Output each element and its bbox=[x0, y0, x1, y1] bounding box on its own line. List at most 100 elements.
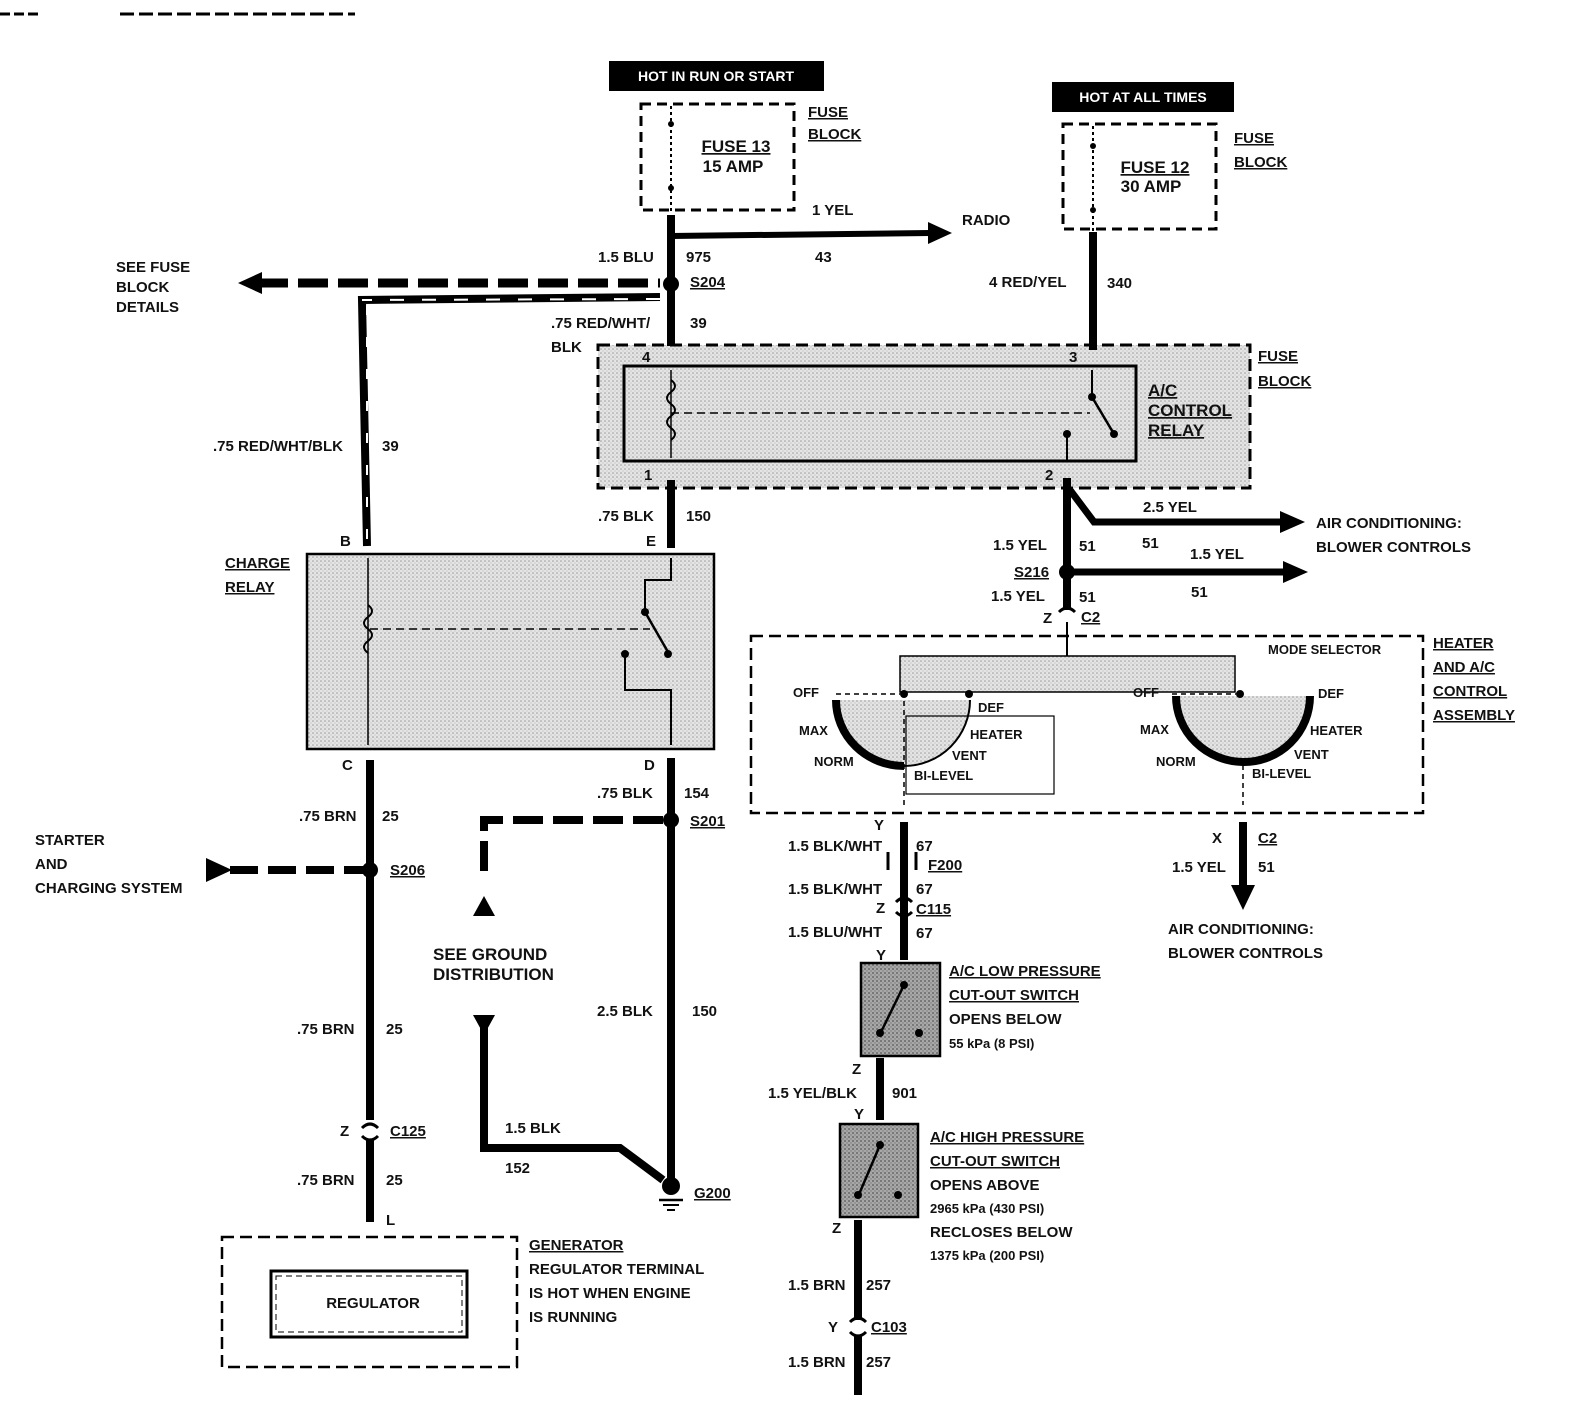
radio-label: RADIO bbox=[962, 212, 1011, 229]
right-out-conn: C2 bbox=[1258, 830, 1277, 847]
bottom-c1: 257 bbox=[866, 1277, 891, 1294]
right-norm: NORM bbox=[1156, 754, 1196, 769]
bottom-conn: C103 bbox=[871, 1319, 907, 1336]
heater-ac-control-assembly: MODE SELECTOR OFF DEF MAX HEATER VENT NO… bbox=[749, 622, 1515, 815]
ground-up-arrow-icon bbox=[473, 896, 495, 916]
s204-out-wire-a: .75 RED/WHT/ bbox=[551, 315, 651, 332]
low-switch-d2: 55 kPa (8 PSI) bbox=[949, 1036, 1034, 1051]
chain-c1: 67 bbox=[916, 838, 933, 855]
fuse-13: FUSE 13 15 AMP FUSE BLOCK bbox=[639, 102, 861, 212]
left-heater: HEATER bbox=[970, 727, 1023, 742]
dashed-wires bbox=[230, 278, 663, 880]
ac-relay-block-a: FUSE bbox=[1258, 348, 1298, 365]
ac-control-relay: A/C CONTROL RELAY FUSE BLOCK 4 3 1 2 bbox=[596, 343, 1311, 490]
s216-branch-circuit: 51 bbox=[1191, 584, 1208, 601]
hot-run-text: HOT IN RUN OR START bbox=[638, 68, 795, 84]
relay-out-wire: .75 BLK bbox=[598, 508, 654, 525]
chain-pinZ: Z bbox=[876, 900, 885, 917]
s204-out-wire-b: BLK bbox=[551, 339, 582, 356]
charge-out-c1: 25 bbox=[382, 808, 399, 825]
high-switch-d3: RECLOSES BELOW bbox=[930, 1224, 1073, 1241]
low-switch-title-a: A/C LOW PRESSURE bbox=[949, 963, 1101, 980]
charge-relay: CHARGE RELAY B E C D bbox=[225, 533, 716, 774]
chain-w2: 1.5 BLK/WHT bbox=[788, 881, 882, 898]
fuse12-out-wire: 4 RED/YEL bbox=[989, 274, 1067, 291]
chain-pinY2: Y bbox=[876, 947, 886, 964]
charge-out-c2: 25 bbox=[386, 1021, 403, 1038]
s204-in-wire: 1.5 BLU bbox=[598, 249, 654, 266]
see-fuse-arrow-icon bbox=[238, 272, 262, 294]
low-pressure-switch: A/C LOW PRESSURE CUT-OUT SWITCH OPENS BE… bbox=[852, 961, 1101, 1078]
heater-label-4: ASSEMBLY bbox=[1433, 707, 1515, 724]
high-switch-d1: OPENS ABOVE bbox=[930, 1177, 1039, 1194]
s216-in-wire: 1.5 YEL bbox=[993, 537, 1047, 554]
heater-label-1: HEATER bbox=[1433, 635, 1494, 652]
charge-out-w2: .75 BRN bbox=[297, 1021, 355, 1038]
ac-relay-block-b: BLOCK bbox=[1258, 373, 1311, 390]
fuse13-rating: 15 AMP bbox=[703, 157, 764, 176]
charge-relay-pinC: C bbox=[342, 757, 353, 774]
ground-c2: 150 bbox=[692, 1003, 717, 1020]
ground-g200-icon bbox=[659, 1177, 683, 1211]
connectors bbox=[360, 606, 1077, 1338]
radio-wire: 1 YEL bbox=[812, 202, 853, 219]
fuse12-block-a: FUSE bbox=[1234, 130, 1274, 147]
blower-mid-arrow-icon bbox=[1283, 561, 1308, 583]
charge-out-pinL: L bbox=[386, 1212, 395, 1229]
s216-conn: C2 bbox=[1081, 609, 1100, 626]
ac-relay-label-2: CONTROL bbox=[1148, 401, 1232, 420]
starter-1: STARTER bbox=[35, 832, 105, 849]
s216-below-wire: 1.5 YEL bbox=[991, 588, 1045, 605]
high-switch-title-b: CUT-OUT SWITCH bbox=[930, 1153, 1060, 1170]
ground-see-2: DISTRIBUTION bbox=[433, 965, 554, 984]
bottom-w2: 1.5 BRN bbox=[788, 1354, 846, 1371]
arrows bbox=[206, 222, 1308, 1035]
mid-pinY: Y bbox=[854, 1106, 864, 1123]
left-max: MAX bbox=[799, 723, 828, 738]
left-vent: VENT bbox=[952, 748, 987, 763]
g200-id: G200 bbox=[694, 1185, 731, 1202]
left-bilevel: BI-LEVEL bbox=[914, 768, 973, 783]
high-switch-pinZ: Z bbox=[832, 1220, 841, 1237]
heater-label-2: AND A/C bbox=[1433, 659, 1495, 676]
regulator-label: REGULATOR bbox=[326, 1295, 420, 1312]
left-feed-circuit: 39 bbox=[382, 438, 399, 455]
hot-all-text: HOT AT ALL TIMES bbox=[1079, 89, 1207, 105]
see-fuse-3: DETAILS bbox=[116, 299, 179, 316]
ac-relay-label-1: A/C bbox=[1148, 381, 1177, 400]
chain-conn2: C115 bbox=[916, 901, 951, 918]
starter-3: CHARGING SYSTEM bbox=[35, 880, 183, 897]
right-vent: VENT bbox=[1294, 747, 1329, 762]
chain-c3: 67 bbox=[916, 925, 933, 942]
regulator-note-1: GENERATOR bbox=[529, 1237, 624, 1254]
high-switch-d4: 1375 kPa (200 PSI) bbox=[930, 1248, 1044, 1263]
high-switch-title-a: A/C HIGH PRESSURE bbox=[930, 1129, 1084, 1146]
ac-relay-pin1: 1 bbox=[644, 467, 652, 484]
right-heater: HEATER bbox=[1310, 723, 1363, 738]
hot-run-label: HOT IN RUN OR START bbox=[609, 61, 824, 91]
starter-arrow-icon bbox=[206, 858, 232, 882]
chain-c2: 67 bbox=[916, 881, 933, 898]
blower-top-label-a: AIR CONDITIONING: bbox=[1316, 515, 1462, 532]
ground-c1: 154 bbox=[684, 785, 710, 802]
charge-relay-pinB: B bbox=[340, 533, 351, 550]
bottom-pinY: Y bbox=[828, 1319, 838, 1336]
fuse12-rating: 30 AMP bbox=[1121, 177, 1182, 196]
regulator-note-2: REGULATOR TERMINAL bbox=[529, 1261, 704, 1278]
charge-out-w3: .75 BRN bbox=[297, 1172, 355, 1189]
ac-relay-pin4: 4 bbox=[642, 349, 651, 366]
right-bilevel: BI-LEVEL bbox=[1252, 766, 1311, 781]
ground-c3: 152 bbox=[505, 1160, 530, 1177]
radio-arrow-icon bbox=[928, 222, 952, 244]
blower-top-circuit: 51 bbox=[1142, 535, 1159, 552]
regulator-note-4: IS RUNNING bbox=[529, 1309, 617, 1326]
radio-circuit: 43 bbox=[815, 249, 832, 266]
low-switch-pinZ: Z bbox=[852, 1061, 861, 1078]
charge-relay-label-b: RELAY bbox=[225, 579, 274, 596]
mid-circuit: 901 bbox=[892, 1085, 917, 1102]
charge-out-c3: 25 bbox=[386, 1172, 403, 1189]
low-switch-title-b: CUT-OUT SWITCH bbox=[949, 987, 1079, 1004]
ac-relay-label-3: RELAY bbox=[1148, 421, 1205, 440]
left-feed-wire: .75 RED/WHT/BLK bbox=[213, 438, 343, 455]
charge-relay-pinD: D bbox=[644, 757, 655, 774]
